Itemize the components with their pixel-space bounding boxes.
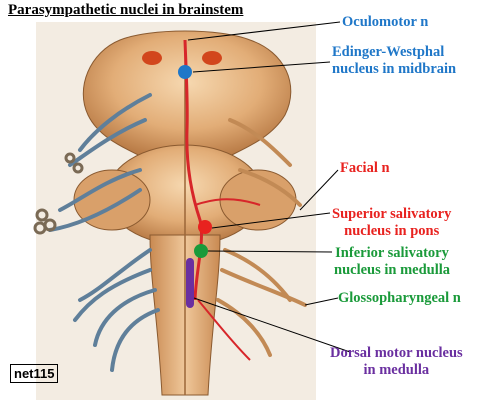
facial-pathway (194, 198, 261, 206)
leader-lines (187, 21, 351, 353)
lower-red-branch (197, 299, 251, 361)
label-superior-salivatory: Superior salivatory nucleus in pons (332, 206, 452, 239)
label-facial-n: Facial n (340, 160, 390, 176)
dorsal-motor-nucleus (186, 258, 194, 308)
inferior-salivatory-nucleus (194, 244, 208, 258)
left-ganglia (33, 152, 84, 235)
label-dorsal-motor-nucleus: Dorsal motor nucleus in medulla (330, 345, 463, 378)
label-inferior-salivatory: Inferior salivatory nucleus in medulla (334, 245, 451, 278)
diagram-title: Parasympathetic nuclei in brainstem (8, 2, 244, 18)
figure-id-badge: net115 (10, 364, 59, 383)
right-nerves (216, 118, 307, 357)
label-oculomotor-n: Oculomotor n (342, 14, 429, 30)
label-edinger-westphal: Edinger-Westphal nucleus in midbrain (332, 44, 457, 77)
left-colliculus (142, 51, 162, 65)
left-nerves (48, 93, 160, 372)
superior-salivatory-nucleus (198, 220, 212, 234)
edinger-westphal-nucleus (178, 65, 192, 79)
label-glossopharyngeal-n: Glossopharyngeal n (338, 290, 461, 306)
right-colliculus (202, 51, 222, 65)
